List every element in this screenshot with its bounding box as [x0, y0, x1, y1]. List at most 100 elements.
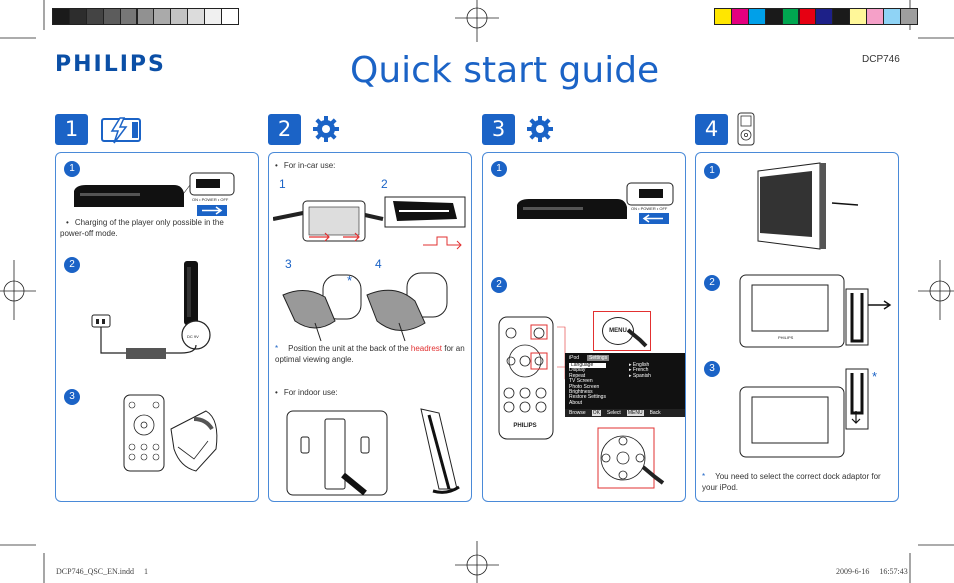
menu-tab-ipod[interactable]: iPod — [569, 355, 580, 361]
menu-item[interactable]: Brightness — [569, 389, 593, 396]
color-swatch — [883, 8, 901, 25]
color-swatch — [221, 8, 239, 25]
color-swatch — [187, 8, 206, 25]
color-swatch — [714, 8, 732, 25]
menu-item[interactable]: Repeat — [569, 372, 586, 379]
panel-step-4: 1 2 PHILIPS 3 * *You need to select the … — [695, 152, 899, 502]
dock-adaptor-insert-illustration: * — [739, 368, 877, 458]
remote-battery-illustration — [123, 394, 218, 472]
incar-step-2: 2 — [381, 177, 388, 191]
gear-icon — [313, 116, 339, 142]
menu-item[interactable]: About — [569, 399, 583, 406]
power-switch-label: ON • POWER • OFF — [192, 197, 229, 202]
menu-item[interactable]: Restore Settings — [569, 394, 606, 401]
menu-bar-label: Browse — [569, 410, 586, 416]
menu-bar-label: MENU — [626, 410, 644, 416]
menu-item[interactable]: Photo Screen — [569, 383, 600, 390]
headrest-note-text: Position the unit at the back of the — [288, 344, 411, 353]
menu-option[interactable]: ▸ French — [629, 367, 649, 374]
menu-tab-settings[interactable]: Settings — [587, 355, 610, 361]
step-badge-4: 4 — [695, 114, 728, 145]
substep-badge: 3 — [704, 361, 720, 377]
menu-item[interactable]: Language — [569, 362, 606, 369]
substep-badge: 1 — [491, 161, 507, 177]
panel-step-1: 1 ON • POWER • OFF •Charging of the play… — [55, 152, 259, 502]
menu-footer-bar: Browse OK Select MENU Back — [565, 409, 685, 417]
color-swatch — [849, 8, 868, 25]
player-iPod-slot-illustration — [757, 162, 859, 250]
color-swatch — [899, 8, 918, 25]
step-badge-2: 2 — [268, 114, 301, 145]
footer-time: 16:57:43 — [879, 567, 908, 576]
menu-option[interactable]: ▸ Spanish — [629, 372, 651, 379]
menu-option[interactable]: ▸ English — [629, 362, 650, 368]
svg-text:*: * — [872, 369, 877, 384]
charging-adapter-illustration: DC 9V — [91, 261, 211, 359]
device-brand: PHILIPS — [778, 335, 794, 340]
menu-bar-label: Select — [606, 410, 621, 416]
remote-brand: PHILIPS — [513, 423, 536, 429]
headrest-note-end: for an optimal viewing angle. — [275, 344, 465, 364]
substep-badge: 2 — [64, 257, 80, 273]
indoor-label-text: For indoor use: — [283, 388, 338, 397]
color-swatch — [204, 8, 222, 25]
headrest-mount-illustration: * — [282, 272, 448, 342]
menu-bar-label: Back — [649, 410, 661, 416]
color-swatch — [815, 8, 834, 25]
color-swatch — [85, 8, 104, 25]
footer-page: 1 — [144, 567, 149, 576]
color-swatch — [747, 8, 766, 25]
color-swatch — [170, 8, 189, 25]
navigation-pad-callout — [597, 427, 665, 489]
color-swatch — [866, 8, 884, 25]
headrest-highlight: headrest — [410, 344, 443, 353]
substep-badge: 3 — [64, 389, 80, 405]
svg-text:*: * — [347, 273, 352, 288]
dock-removal-illustration: PHILIPS — [739, 274, 892, 348]
menu-button[interactable]: MENU — [602, 317, 634, 345]
menu-button-callout: MENU — [593, 311, 651, 351]
ipod-icon — [737, 112, 755, 146]
substep-badge: 2 — [704, 275, 720, 291]
mount-bracket-illustration — [273, 196, 466, 250]
menu-item[interactable]: TV Screen — [569, 378, 593, 385]
dock-adaptor-note: *You need to select the correct dock ada… — [702, 472, 881, 492]
substep-badge: 1 — [64, 161, 80, 177]
menu-bar-label: OK — [591, 410, 601, 416]
dock-adaptor-note-text: You need to select the correct dock adap… — [702, 472, 881, 492]
incar-label-text: For in-car use: — [283, 161, 336, 170]
model-number: DCP746 — [862, 54, 900, 65]
menu-item[interactable]: Display — [569, 367, 586, 374]
color-swatch — [781, 8, 800, 25]
player-side-illustration: ON • POWER • OFF — [74, 172, 235, 216]
battery-charge-icon — [101, 117, 141, 144]
incar-step-4: 4 — [375, 257, 382, 271]
footer-timestamp: 2009-6-16 16:57:43 — [836, 567, 908, 576]
footer-file: DCP746_QSC_EN.indd — [56, 567, 135, 576]
menu-option-list: ▸ English▸ French▸ Spanish — [629, 362, 651, 379]
color-swatch — [153, 8, 172, 25]
incar-step-1: 1 — [279, 177, 286, 191]
player-power-on-illustration: ON • POWER • OFF — [517, 182, 674, 224]
panel1-note: •Charging of the player only possible in… — [60, 218, 224, 238]
color-swatch — [136, 8, 155, 25]
headrest-note: *Position the unit at the back of the he… — [275, 344, 465, 364]
charging-note-text: Charging of the player only possible in … — [60, 218, 224, 238]
color-swatch — [52, 8, 70, 25]
color-swatch — [764, 8, 783, 25]
color-swatch — [730, 8, 749, 25]
footer-date: 2009-6-16 — [836, 567, 870, 576]
color-swatch — [119, 8, 138, 25]
substep-badge: 1 — [704, 163, 720, 179]
color-swatch — [102, 8, 121, 25]
incar-step-3: 3 — [285, 257, 292, 271]
color-swatch — [798, 8, 817, 25]
color-swatch — [832, 8, 851, 25]
svg-text:DC 9V: DC 9V — [187, 334, 199, 339]
remote-control-illustration: PHILIPS — [498, 316, 554, 440]
pointing-hand-icon — [626, 328, 648, 348]
step-badge-3: 3 — [482, 114, 515, 145]
